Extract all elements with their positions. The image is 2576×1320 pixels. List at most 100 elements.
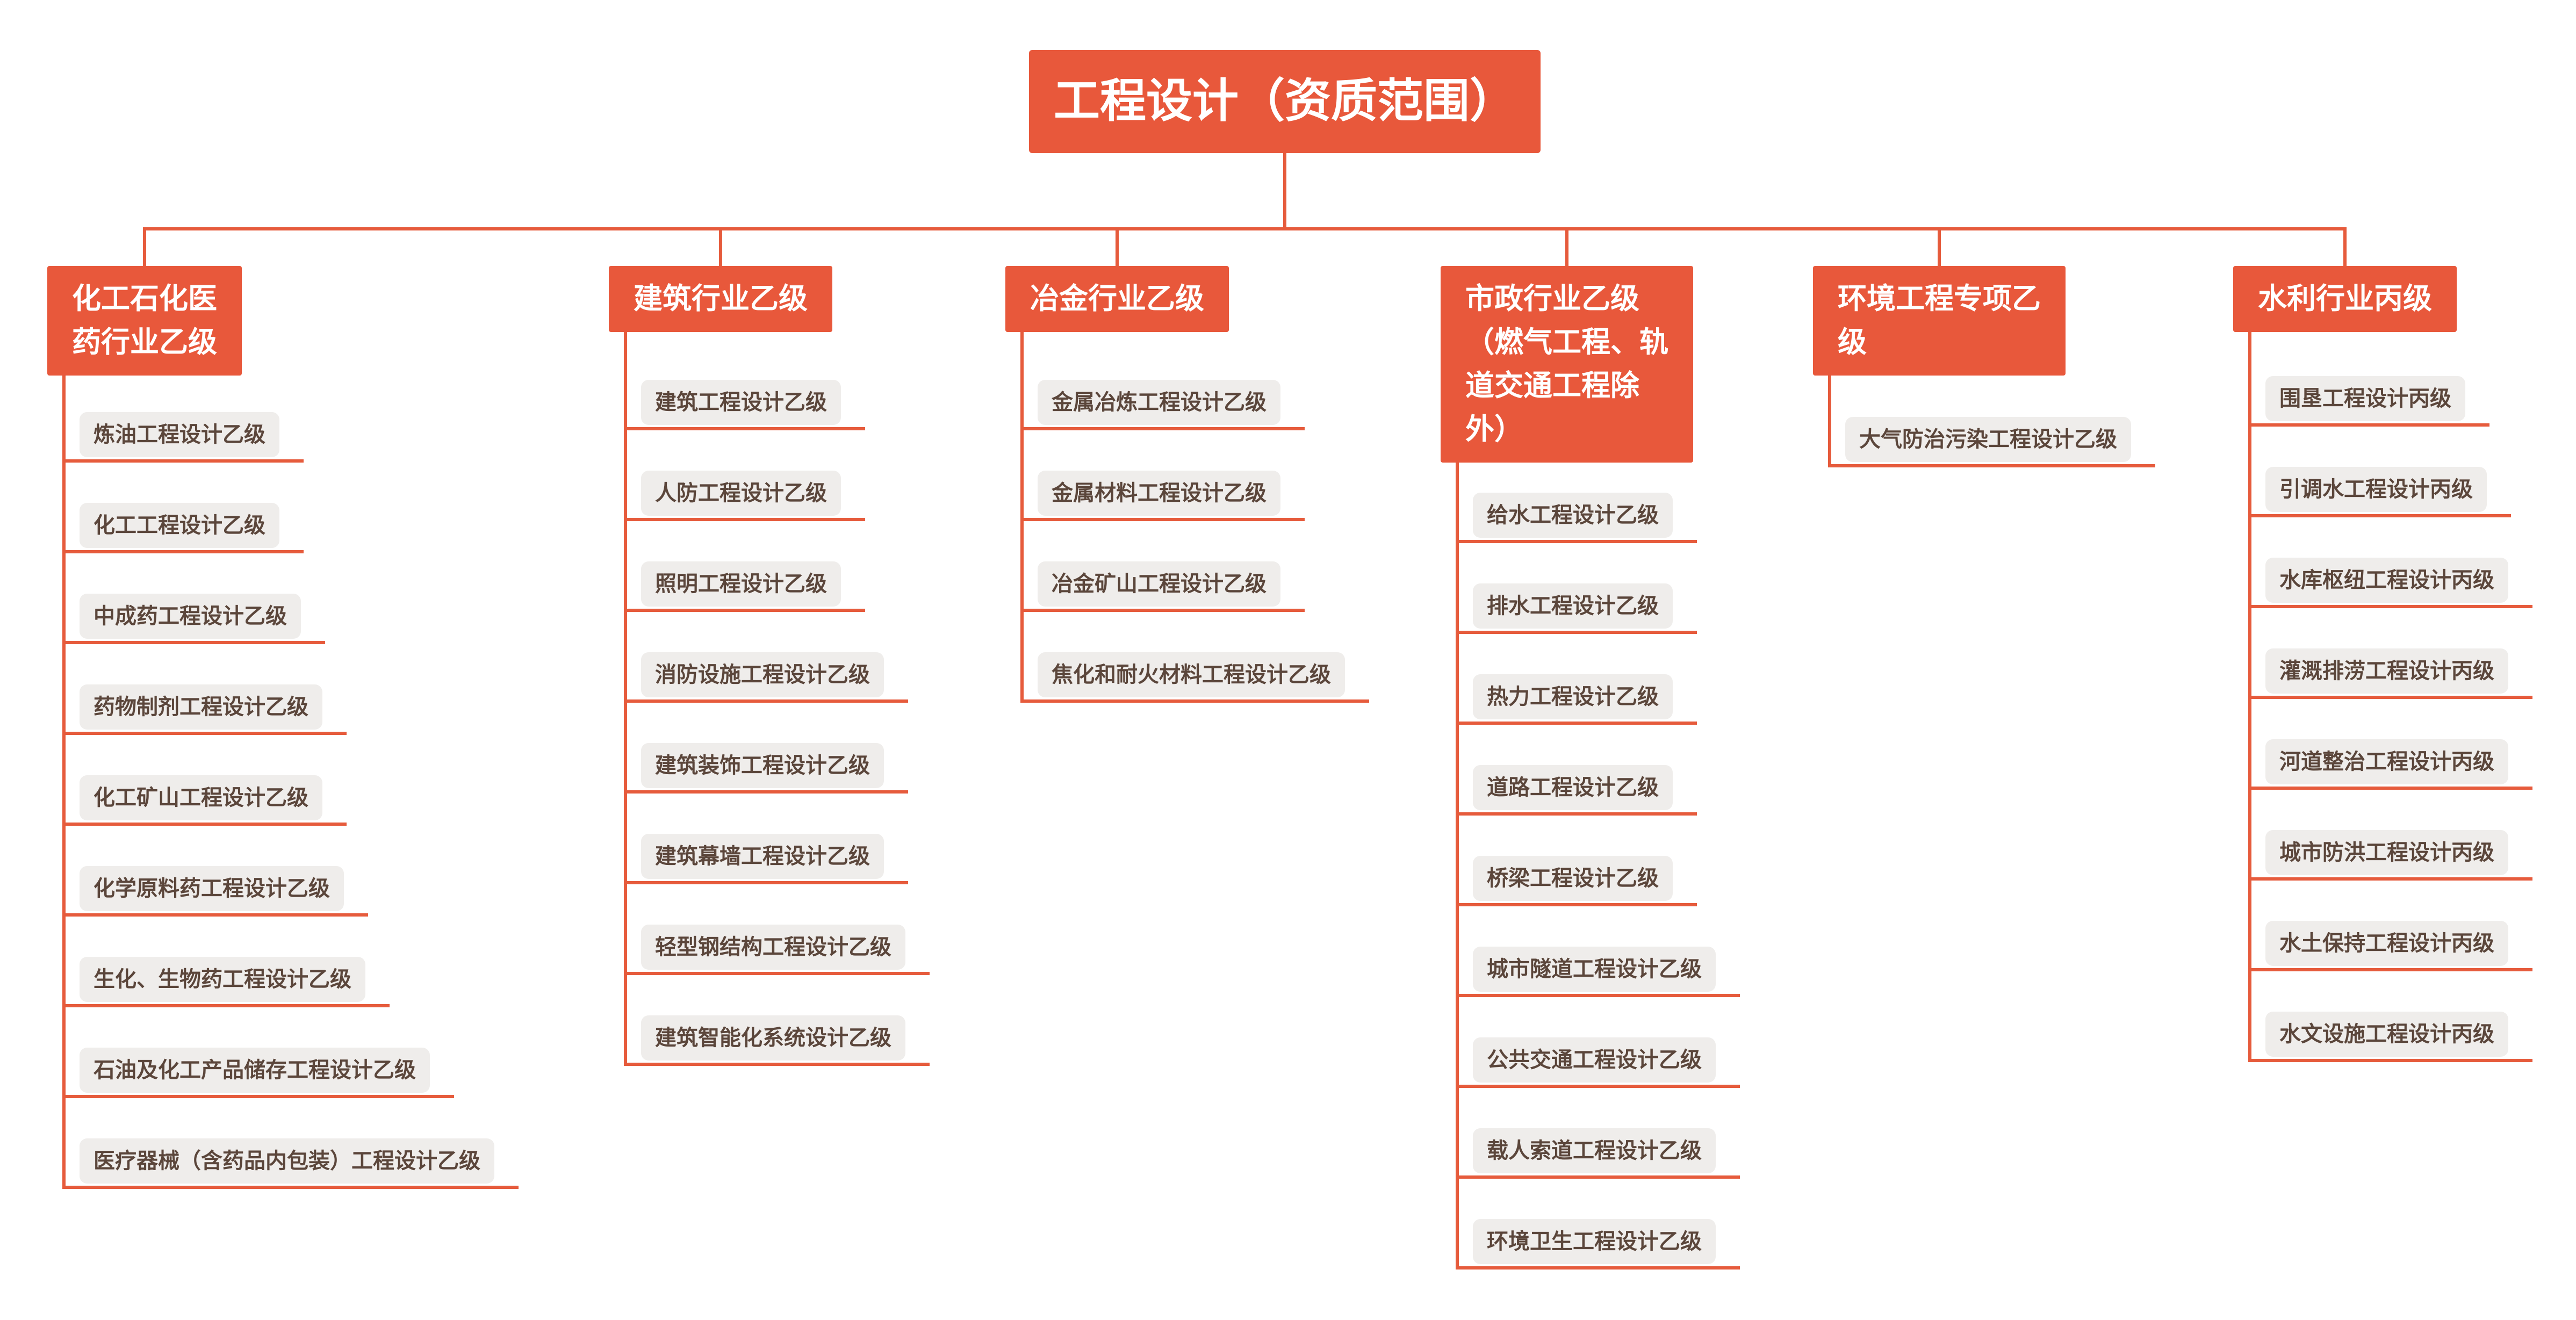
root-node[interactable]: 工程设计（资质范围） [1029, 50, 1541, 153]
item-node[interactable]: 载人索道工程设计乙级 [1473, 1128, 1716, 1173]
item-node[interactable]: 水库枢纽工程设计丙级 [2265, 558, 2508, 603]
branch-header[interactable]: 水利行业丙级 [2233, 266, 2457, 332]
item-node[interactable]: 化工工程设计乙级 [80, 503, 279, 548]
branch-stub-line [143, 227, 146, 267]
item-row: 建筑智能化系统设计乙级 [627, 1015, 930, 1066]
item-row: 金属材料工程设计乙级 [1024, 471, 1305, 521]
item-node[interactable]: 生化、生物药工程设计乙级 [80, 957, 365, 1002]
branch-stub-line [1938, 227, 1941, 267]
item-row: 消防设施工程设计乙级 [627, 652, 908, 703]
item-row: 石油及化工产品储存工程设计乙级 [66, 1048, 454, 1098]
item-node[interactable]: 石油及化工产品储存工程设计乙级 [80, 1048, 430, 1093]
item-node[interactable]: 人防工程设计乙级 [641, 471, 841, 516]
item-node[interactable]: 药物制剂工程设计乙级 [80, 684, 322, 730]
item-row: 水文设施工程设计丙级 [2251, 1012, 2532, 1062]
item-row: 大气防治污染工程设计乙级 [1831, 417, 2155, 467]
item-row: 排水工程设计乙级 [1459, 583, 1697, 634]
item-node[interactable]: 焦化和耐火材料工程设计乙级 [1038, 652, 1345, 697]
branch-stub-line [2343, 227, 2347, 267]
item-node[interactable]: 道路工程设计乙级 [1473, 765, 1673, 810]
branch-stub-line [1116, 227, 1119, 267]
item-node[interactable]: 热力工程设计乙级 [1473, 674, 1673, 719]
item-row: 医疗器械（含药品内包装）工程设计乙级 [66, 1138, 519, 1189]
item-row: 建筑工程设计乙级 [627, 380, 865, 430]
item-node[interactable]: 给水工程设计乙级 [1473, 493, 1673, 538]
branch-stub-line [719, 227, 722, 267]
item-node[interactable]: 水土保持工程设计丙级 [2265, 921, 2508, 966]
item-node[interactable]: 消防设施工程设计乙级 [641, 652, 884, 697]
item-node[interactable]: 大气防治污染工程设计乙级 [1845, 417, 2131, 462]
item-row: 炼油工程设计乙级 [66, 412, 304, 463]
item-row: 照明工程设计乙级 [627, 561, 865, 612]
item-row: 给水工程设计乙级 [1459, 493, 1697, 543]
branch-header[interactable]: 环境工程专项乙 级 [1813, 266, 2066, 376]
branch-items: 大气防治污染工程设计乙级 [1828, 376, 2155, 467]
item-node[interactable]: 医疗器械（含药品内包装）工程设计乙级 [80, 1138, 494, 1184]
item-node[interactable]: 灌溉排涝工程设计丙级 [2265, 648, 2508, 694]
item-row: 药物制剂工程设计乙级 [66, 684, 347, 735]
item-node[interactable]: 建筑装饰工程设计乙级 [641, 743, 884, 788]
item-row: 水土保持工程设计丙级 [2251, 921, 2532, 971]
item-row: 水库枢纽工程设计丙级 [2251, 558, 2532, 608]
item-node[interactable]: 炼油工程设计乙级 [80, 412, 279, 457]
item-row: 金属冶炼工程设计乙级 [1024, 380, 1305, 430]
item-row: 化学原料药工程设计乙级 [66, 866, 368, 917]
item-node[interactable]: 公共交通工程设计乙级 [1473, 1037, 1716, 1083]
item-node[interactable]: 冶金矿山工程设计乙级 [1038, 561, 1280, 607]
item-node[interactable]: 建筑幕墙工程设计乙级 [641, 834, 884, 879]
item-node[interactable]: 水文设施工程设计丙级 [2265, 1012, 2508, 1057]
item-node[interactable]: 河道整治工程设计丙级 [2265, 739, 2508, 784]
branch-header[interactable]: 建筑行业乙级 [609, 266, 832, 332]
item-row: 焦化和耐火材料工程设计乙级 [1024, 652, 1369, 703]
branch: 市政行业乙级 （燃气工程、轨 道交通工程除 外） 给水工程设计乙级 排水工程设计… [1441, 266, 1740, 1269]
branch: 化工石化医 药行业乙级 炼油工程设计乙级 化工工程设计乙级 中成药工程设计乙级 … [47, 266, 519, 1189]
item-row: 围垦工程设计丙级 [2251, 376, 2489, 427]
item-node[interactable]: 中成药工程设计乙级 [80, 594, 301, 639]
branch-items: 炼油工程设计乙级 化工工程设计乙级 中成药工程设计乙级 药物制剂工程设计乙级 化… [62, 376, 519, 1189]
item-node[interactable]: 建筑工程设计乙级 [641, 380, 841, 425]
item-row: 灌溉排涝工程设计丙级 [2251, 648, 2532, 699]
item-node[interactable]: 建筑智能化系统设计乙级 [641, 1015, 905, 1061]
item-node[interactable]: 金属冶炼工程设计乙级 [1038, 380, 1280, 425]
item-row: 轻型钢结构工程设计乙级 [627, 925, 930, 975]
item-row: 建筑装饰工程设计乙级 [627, 743, 908, 794]
branch-header[interactable]: 市政行业乙级 （燃气工程、轨 道交通工程除 外） [1441, 266, 1693, 463]
item-node[interactable]: 排水工程设计乙级 [1473, 583, 1673, 629]
item-node[interactable]: 桥梁工程设计乙级 [1473, 856, 1673, 901]
item-row: 中成药工程设计乙级 [66, 594, 325, 644]
item-row: 建筑幕墙工程设计乙级 [627, 834, 908, 884]
item-row: 化工工程设计乙级 [66, 503, 304, 553]
item-row: 人防工程设计乙级 [627, 471, 865, 521]
item-row: 道路工程设计乙级 [1459, 765, 1697, 816]
item-row: 化工矿山工程设计乙级 [66, 775, 347, 826]
item-row: 公共交通工程设计乙级 [1459, 1037, 1740, 1088]
item-node[interactable]: 轻型钢结构工程设计乙级 [641, 925, 905, 970]
item-node[interactable]: 围垦工程设计丙级 [2265, 376, 2465, 421]
branch: 水利行业丙级 围垦工程设计丙级 引调水工程设计丙级 水库枢纽工程设计丙级 灌溉排… [2233, 266, 2532, 1062]
item-node[interactable]: 城市防洪工程设计丙级 [2265, 830, 2508, 875]
item-row: 桥梁工程设计乙级 [1459, 856, 1697, 906]
item-row: 河道整治工程设计丙级 [2251, 739, 2532, 790]
item-row: 城市隧道工程设计乙级 [1459, 947, 1740, 997]
branch: 冶金行业乙级 金属冶炼工程设计乙级 金属材料工程设计乙级 冶金矿山工程设计乙级 … [1005, 266, 1369, 703]
item-row: 引调水工程设计丙级 [2251, 467, 2511, 517]
branch: 建筑行业乙级 建筑工程设计乙级 人防工程设计乙级 照明工程设计乙级 消防设施工程… [609, 266, 930, 1066]
root-connector-line [1283, 153, 1286, 230]
branch-items: 给水工程设计乙级 排水工程设计乙级 热力工程设计乙级 道路工程设计乙级 桥梁工程… [1456, 463, 1740, 1269]
item-node[interactable]: 照明工程设计乙级 [641, 561, 841, 607]
item-node[interactable]: 环境卫生工程设计乙级 [1473, 1219, 1716, 1264]
branch-items: 围垦工程设计丙级 引调水工程设计丙级 水库枢纽工程设计丙级 灌溉排涝工程设计丙级… [2248, 332, 2532, 1062]
item-node[interactable]: 化学原料药工程设计乙级 [80, 866, 344, 911]
branch-stub-line [1565, 227, 1568, 267]
branch: 环境工程专项乙 级 大气防治污染工程设计乙级 [1813, 266, 2155, 467]
item-node[interactable]: 金属材料工程设计乙级 [1038, 471, 1280, 516]
item-node[interactable]: 城市隧道工程设计乙级 [1473, 947, 1716, 992]
branch-header[interactable]: 冶金行业乙级 [1005, 266, 1229, 332]
item-node[interactable]: 引调水工程设计丙级 [2265, 467, 2487, 512]
branch-header[interactable]: 化工石化医 药行业乙级 [47, 266, 242, 376]
item-row: 热力工程设计乙级 [1459, 674, 1697, 725]
branch-items: 金属冶炼工程设计乙级 金属材料工程设计乙级 冶金矿山工程设计乙级 焦化和耐火材料… [1020, 332, 1369, 703]
item-row: 环境卫生工程设计乙级 [1459, 1219, 1740, 1269]
item-node[interactable]: 化工矿山工程设计乙级 [80, 775, 322, 820]
